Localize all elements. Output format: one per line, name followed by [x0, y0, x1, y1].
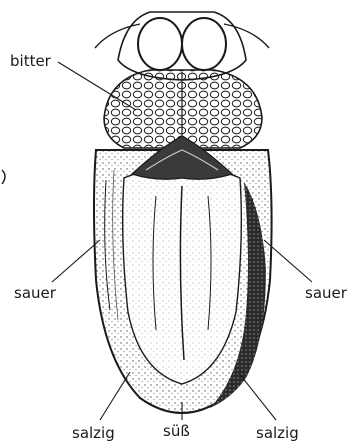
label-salzig-left: salzig	[72, 426, 115, 441]
edge-mark	[2, 170, 5, 184]
leader-salzig-left	[100, 372, 130, 420]
lobe-right	[182, 18, 226, 70]
label-sauer-left: sauer	[14, 286, 56, 301]
leader-salzig-right	[238, 372, 276, 420]
label-suess: süß	[163, 424, 190, 439]
label-bitter: bitter	[10, 54, 51, 69]
label-salzig-right: salzig	[256, 426, 299, 441]
leader-sauer-left	[52, 240, 100, 282]
lobe-left	[138, 18, 182, 70]
label-sauer-right: sauer	[305, 286, 347, 301]
